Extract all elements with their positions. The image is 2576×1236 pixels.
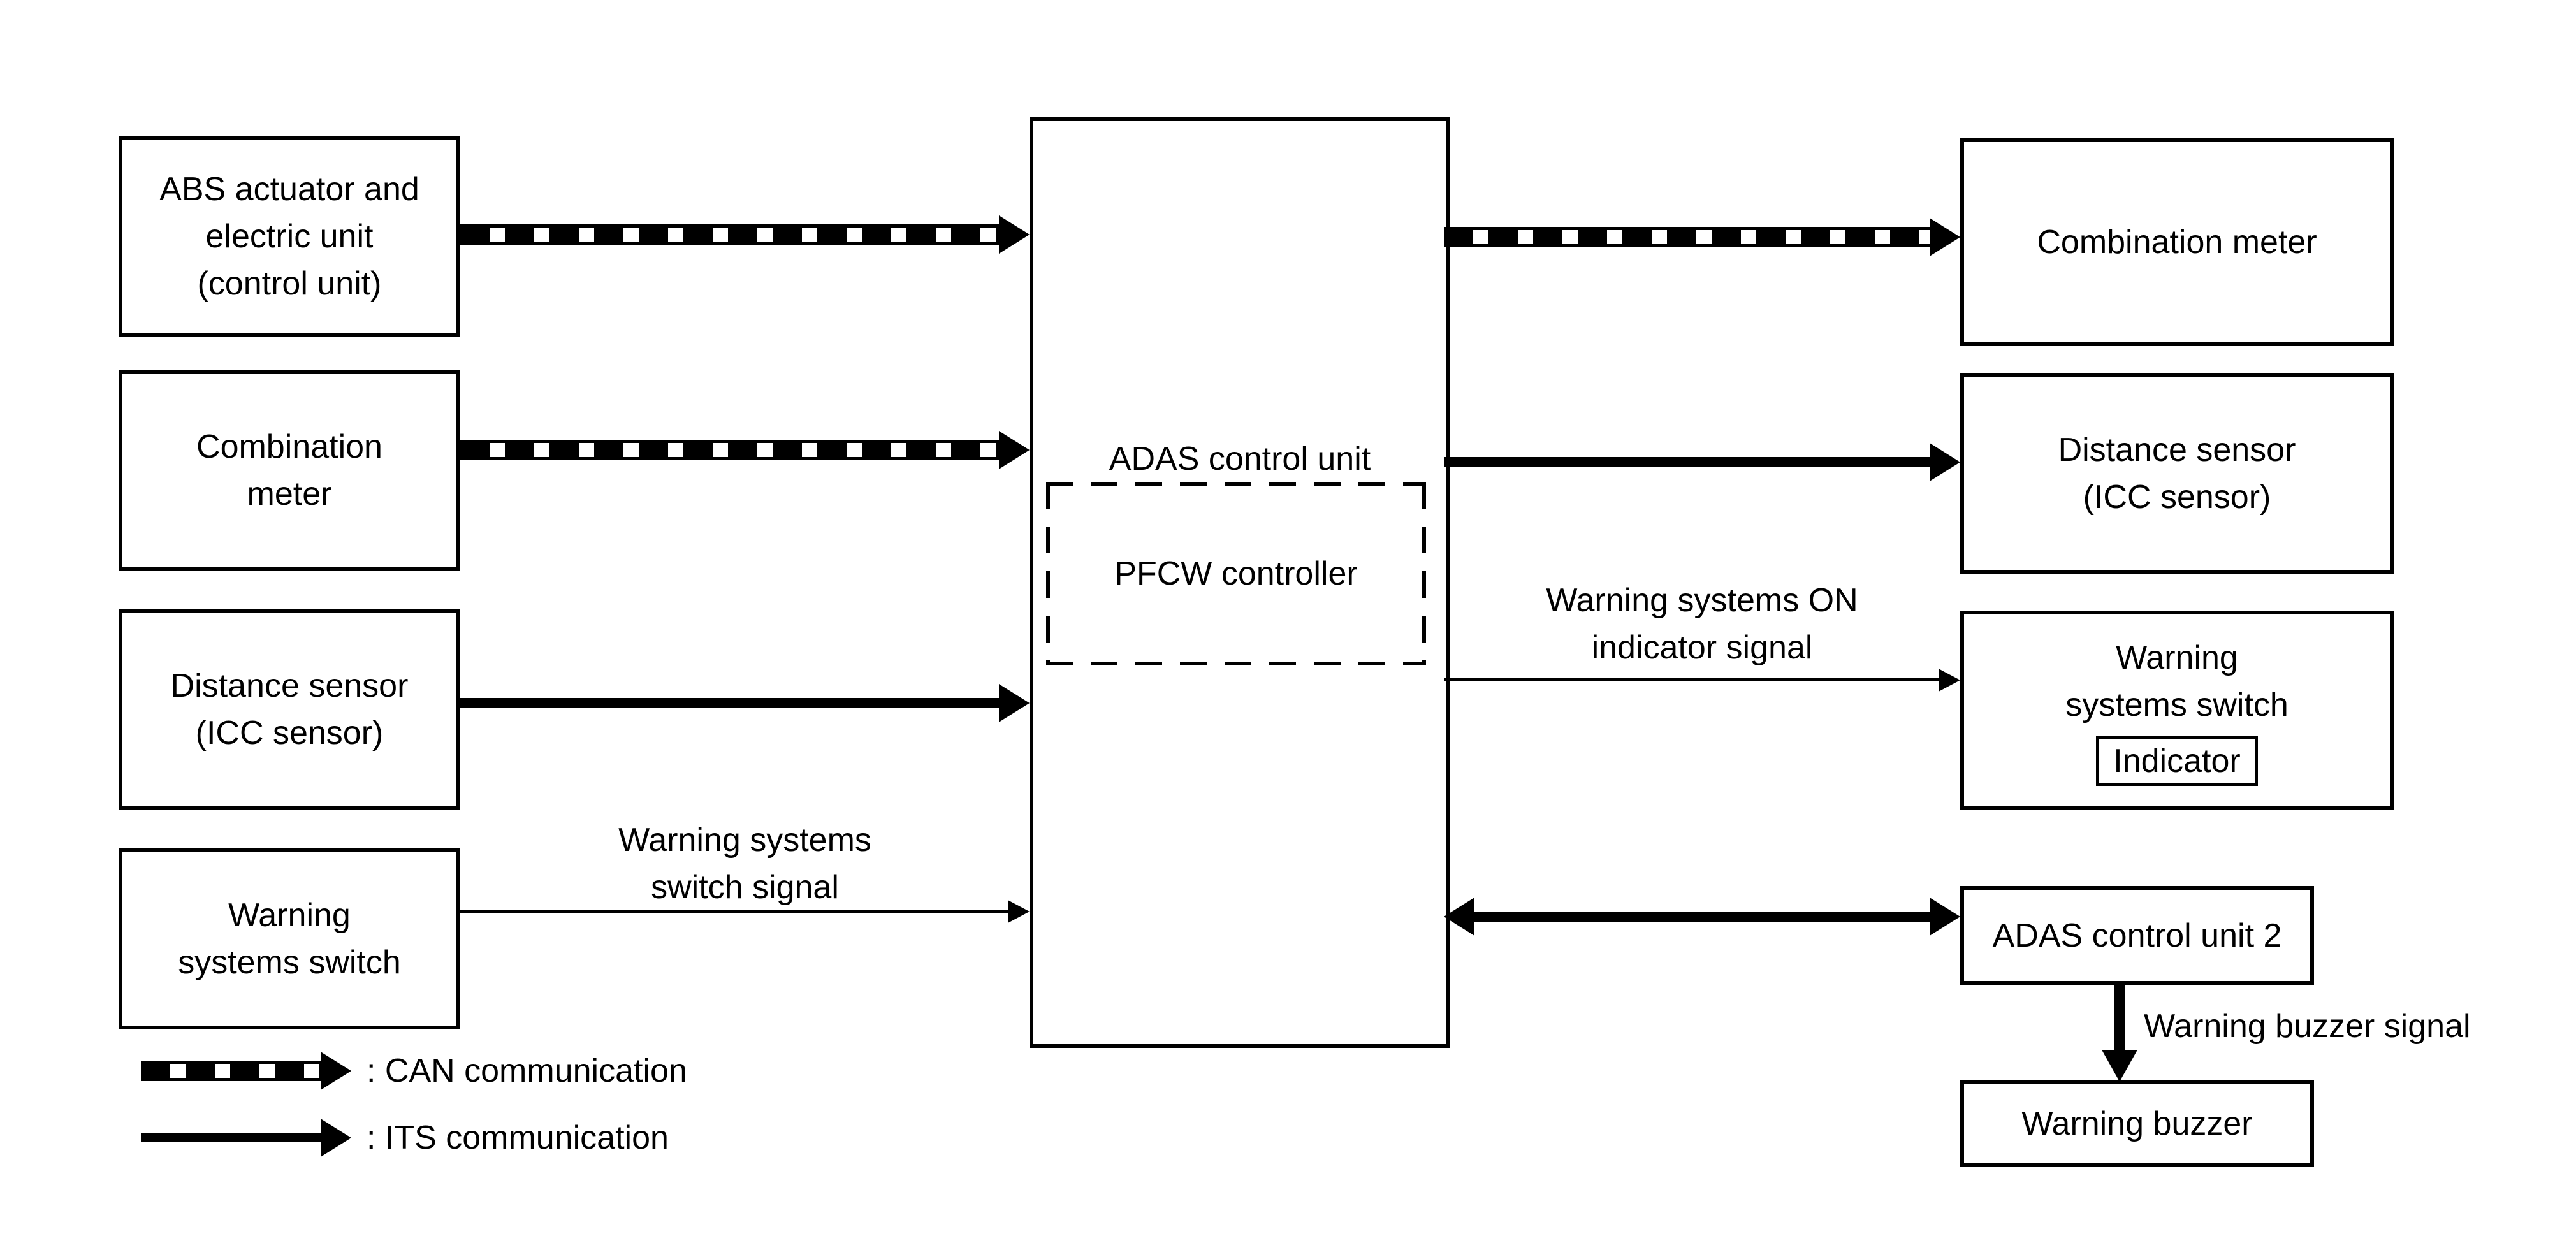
arrowhead-right-icon (1930, 218, 1960, 256)
can-arrow-adas-to-meter (1444, 218, 1960, 256)
label-on-indicator-signal: Warning systems ON indicator signal (1546, 582, 1858, 666)
node-distance-sensor-left: Distance sensor (ICC sensor) (119, 609, 460, 810)
can-arrow-meter-to-adas (460, 431, 1030, 469)
can-shaft (460, 224, 1001, 245)
its-shaft (1444, 457, 1935, 467)
pfcw-dashed-border-bottom (1046, 662, 1426, 665)
its-shaft (1469, 912, 1935, 922)
node-warning-systems-switch-left: Warning systems switch (119, 848, 460, 1029)
vertical-shaft (2114, 985, 2125, 1054)
legend-its-arrow-icon (141, 1119, 351, 1157)
pfcw-dashed-border-top (1046, 482, 1426, 486)
arrowhead-right-icon (321, 1119, 351, 1157)
arrowhead-right-icon (1930, 443, 1960, 481)
arrowhead-right-icon (999, 431, 1030, 469)
pfcw-controller-label: PFCW controller (1114, 555, 1358, 592)
its-arrow-sensor-to-adas (460, 684, 1030, 722)
node-abs-actuator: ABS actuator and electric unit (control … (119, 136, 460, 337)
can-shaft (141, 1061, 323, 1081)
node-adas-control-unit-2: ADAS control unit 2 (1960, 886, 2314, 985)
its-shaft (460, 698, 1004, 708)
pfcw-dashed-border-left (1046, 482, 1050, 665)
node-combination-meter-right: Combination meter (1960, 138, 2394, 346)
arrowhead-right-small-icon (1008, 900, 1030, 923)
can-shaft (1444, 227, 1932, 247)
its-arrow-adas-adas2-bidirectional (1444, 898, 1960, 936)
node-adas-control-unit: ADAS control unit PFCW controller (1030, 117, 1450, 1048)
legend-its-label: : ITS communication (367, 1119, 669, 1156)
arrowhead-right-icon (321, 1052, 351, 1090)
arrowhead-right-icon (999, 684, 1030, 722)
its-arrow-adas-to-sensor (1444, 443, 1960, 481)
arrowhead-right-icon (999, 215, 1030, 254)
node-distance-sensor-right: Distance sensor (ICC sensor) (1960, 373, 2394, 574)
node-warning-systems-switch-right: Warning systems switch Indicator (1960, 611, 2394, 810)
arrowhead-right-small-icon (1939, 669, 1960, 692)
warning-systems-switch-label: Warning systems switch (2065, 639, 2289, 723)
node-combination-meter-left: Combination meter (119, 370, 460, 571)
thin-shaft (1444, 678, 1940, 681)
node-warning-buzzer: Warning buzzer (1960, 1080, 2314, 1167)
legend-can-label: : CAN communication (367, 1052, 687, 1089)
arrowhead-right-icon (1930, 898, 1960, 936)
signal-arrow-switch-to-adas (460, 892, 1030, 931)
can-arrow-abs-to-adas (460, 215, 1030, 254)
its-shaft (141, 1133, 326, 1142)
arrowhead-down-icon (2102, 1050, 2137, 1082)
node-indicator: Indicator (2096, 736, 2258, 786)
node-pfcw-controller: PFCW controller (1046, 482, 1426, 665)
pfcw-dashed-border-right (1422, 482, 1426, 665)
signal-arrow-adas-to-switch (1444, 661, 1960, 699)
legend-can-arrow-icon (141, 1052, 351, 1090)
arrowhead-left-icon (1444, 898, 1474, 936)
can-shaft (460, 440, 1001, 460)
label-switch-signal: Warning systems switch signal (618, 822, 871, 906)
label-buzzer-signal: Warning buzzer signal (2144, 1008, 2471, 1045)
thin-shaft (460, 910, 1009, 913)
adas-control-unit-title: ADAS control unit (1109, 440, 1371, 477)
its-arrow-adas2-to-buzzer (2102, 985, 2137, 1082)
